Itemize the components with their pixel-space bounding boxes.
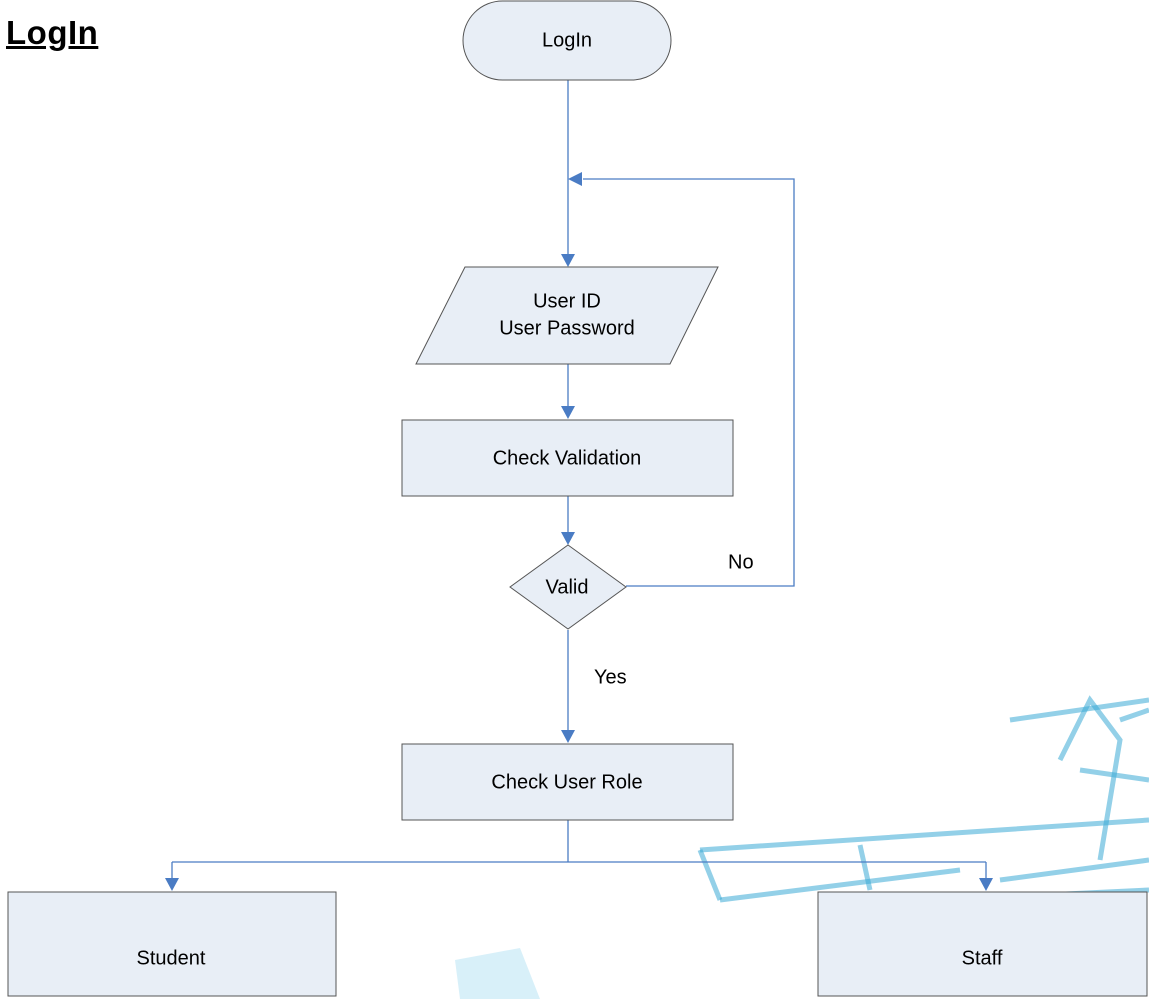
student-label: Student: [137, 947, 206, 969]
student-node: Student: [7, 891, 337, 997]
page-title: LogIn: [6, 14, 99, 51]
check-validation-label: Check Validation: [493, 447, 642, 469]
arrow-to-student: [165, 878, 179, 891]
arrow-loop-back: [568, 172, 582, 186]
arrow-to-decision: [561, 532, 575, 545]
edge-label-no: No: [728, 551, 754, 573]
user-password-label: User Password: [499, 317, 635, 339]
connectors: [165, 80, 993, 891]
arrow-to-check-role: [561, 730, 575, 743]
arrow-to-staff: [979, 878, 993, 891]
check-user-role-label: Check User Role: [491, 771, 642, 793]
staff-label: Staff: [962, 947, 1003, 969]
check-validation-node: Check Validation: [401, 419, 734, 497]
arrow-to-check-validation: [561, 406, 575, 419]
valid-decision-label: Valid: [546, 576, 589, 598]
credentials-input-node: User ID User Password: [415, 266, 719, 365]
arrow-to-input: [561, 254, 575, 267]
edge-label-yes: Yes: [594, 666, 627, 688]
staff-node: Staff: [817, 891, 1148, 997]
start-node: LogIn: [462, 0, 672, 81]
user-id-label: User ID: [533, 290, 601, 312]
valid-decision-node: Valid: [509, 544, 627, 630]
check-user-role-node: Check User Role: [401, 743, 734, 821]
start-node-label: LogIn: [542, 29, 592, 51]
